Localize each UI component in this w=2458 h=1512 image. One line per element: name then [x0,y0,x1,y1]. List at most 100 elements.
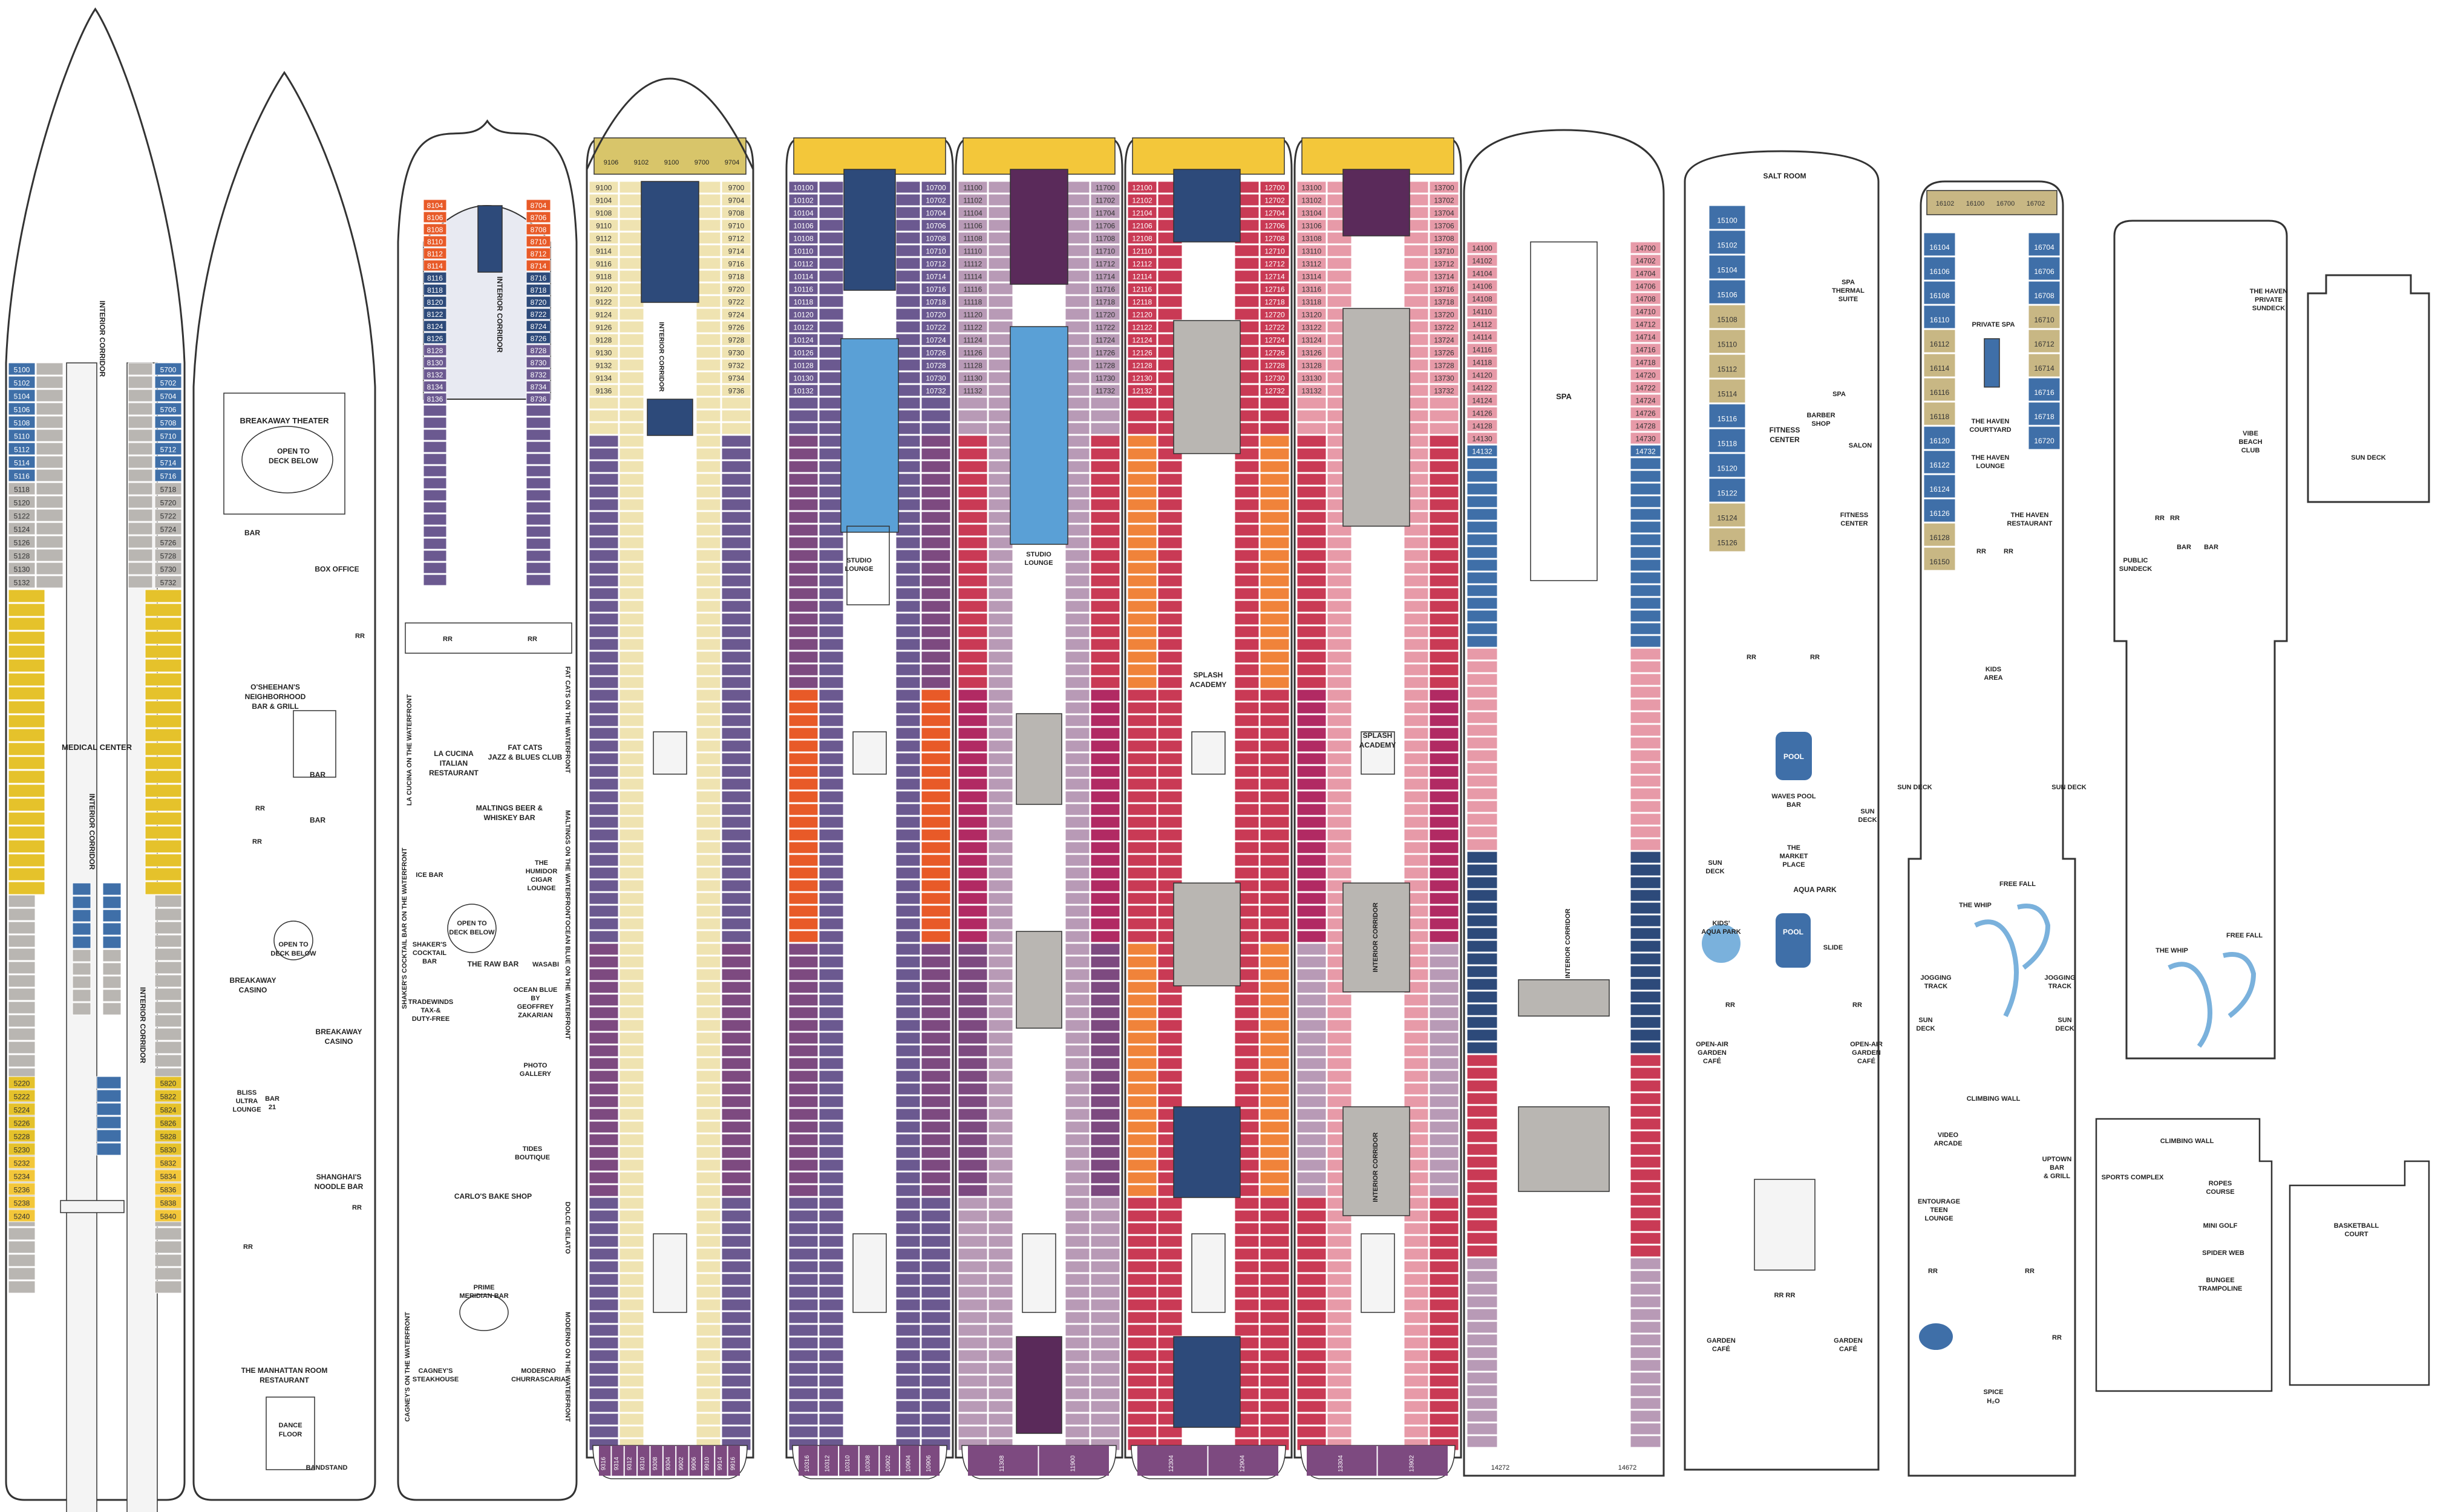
stateroom[interactable] [1127,1248,1157,1260]
stateroom[interactable] [721,321,751,333]
stateroom[interactable] [619,1362,644,1375]
stateroom[interactable] [1234,460,1260,473]
stateroom[interactable] [589,371,619,384]
stateroom[interactable] [1296,1083,1327,1095]
stateroom[interactable] [619,1375,644,1387]
stateroom[interactable] [1466,597,1498,610]
stateroom[interactable] [721,790,751,803]
stateroom[interactable] [958,384,988,397]
stateroom[interactable] [988,371,1013,384]
stateroom[interactable] [1127,689,1157,702]
stateroom[interactable] [1296,1159,1327,1171]
stateroom[interactable] [8,798,45,812]
stateroom[interactable] [988,1248,1013,1260]
stateroom[interactable] [788,778,819,790]
stateroom[interactable] [1234,1057,1260,1070]
stateroom[interactable] [154,1169,182,1182]
stateroom[interactable] [895,244,921,257]
stateroom[interactable] [1260,1019,1290,1032]
stateroom[interactable] [721,1070,751,1083]
stateroom[interactable] [696,981,721,994]
stateroom[interactable] [1327,1273,1352,1286]
stateroom[interactable] [721,943,751,956]
stateroom[interactable] [1466,699,1498,711]
stateroom[interactable] [1327,841,1352,854]
stateroom[interactable] [1429,676,1459,689]
stateroom[interactable] [1404,1362,1429,1375]
stateroom[interactable] [988,638,1013,651]
stateroom[interactable] [1404,575,1429,587]
stateroom[interactable] [1296,778,1327,790]
stateroom[interactable] [1466,1359,1498,1372]
stateroom[interactable] [988,1273,1013,1286]
stateroom[interactable] [1260,702,1290,714]
stateroom[interactable] [788,257,819,270]
stateroom[interactable] [1090,930,1120,943]
stateroom[interactable] [721,1375,751,1387]
stateroom[interactable] [895,270,921,282]
stateroom[interactable] [423,332,447,344]
stateroom[interactable] [895,994,921,1006]
stateroom[interactable] [589,498,619,511]
stateroom[interactable] [921,1375,951,1387]
stateroom[interactable] [8,617,45,631]
stateroom[interactable] [819,1248,844,1260]
stateroom[interactable] [788,994,819,1006]
stateroom[interactable] [1429,943,1459,956]
stateroom[interactable] [1157,562,1183,575]
stateroom[interactable] [819,1375,844,1387]
stateroom[interactable] [788,1032,819,1044]
stateroom[interactable] [788,346,819,359]
stateroom[interactable] [1429,625,1459,638]
stateroom[interactable] [1065,752,1090,765]
stateroom[interactable] [1404,1311,1429,1324]
stateroom[interactable] [895,714,921,727]
stateroom[interactable] [145,770,182,784]
stateroom[interactable] [958,371,988,384]
stateroom[interactable] [788,321,819,333]
stateroom[interactable] [988,1171,1013,1184]
stateroom[interactable] [1127,1426,1157,1438]
stateroom[interactable] [1090,1197,1120,1210]
stateroom[interactable] [619,333,644,346]
stateroom[interactable] [721,1171,751,1184]
stateroom[interactable] [1429,1362,1459,1375]
stateroom[interactable] [589,1349,619,1362]
stateroom[interactable] [619,244,644,257]
stateroom[interactable] [696,1273,721,1286]
stateroom[interactable] [958,1235,988,1248]
stateroom[interactable] [788,714,819,727]
stateroom[interactable] [958,638,988,651]
stateroom[interactable] [1327,1400,1352,1413]
stateroom[interactable] [788,1019,819,1032]
stateroom[interactable] [988,448,1013,460]
stateroom[interactable] [958,740,988,752]
stateroom[interactable] [1127,232,1157,244]
stateroom[interactable] [1923,426,1956,450]
stateroom[interactable] [696,587,721,600]
stateroom[interactable] [1260,879,1290,892]
stateroom[interactable] [1065,524,1090,536]
stateroom[interactable] [1260,206,1290,219]
stateroom[interactable] [145,589,182,603]
stateroom[interactable] [154,362,182,376]
stateroom[interactable] [1260,575,1290,587]
stateroom[interactable] [819,1070,844,1083]
stateroom[interactable] [619,1197,644,1210]
stateroom[interactable] [1429,575,1459,587]
stateroom[interactable] [1296,1044,1327,1057]
stateroom[interactable] [624,1445,637,1476]
stateroom[interactable] [1065,651,1090,663]
stateroom[interactable] [1429,968,1459,981]
stateroom[interactable] [1630,1181,1661,1194]
stateroom[interactable] [988,943,1013,956]
stateroom[interactable] [1404,740,1429,752]
stateroom[interactable] [36,469,64,482]
stateroom[interactable] [1708,478,1746,503]
stateroom[interactable] [619,651,644,663]
stateroom[interactable] [1327,600,1352,613]
stateroom[interactable] [1065,676,1090,689]
stateroom[interactable] [526,320,551,332]
stateroom[interactable] [8,645,45,659]
stateroom[interactable] [1157,676,1183,689]
